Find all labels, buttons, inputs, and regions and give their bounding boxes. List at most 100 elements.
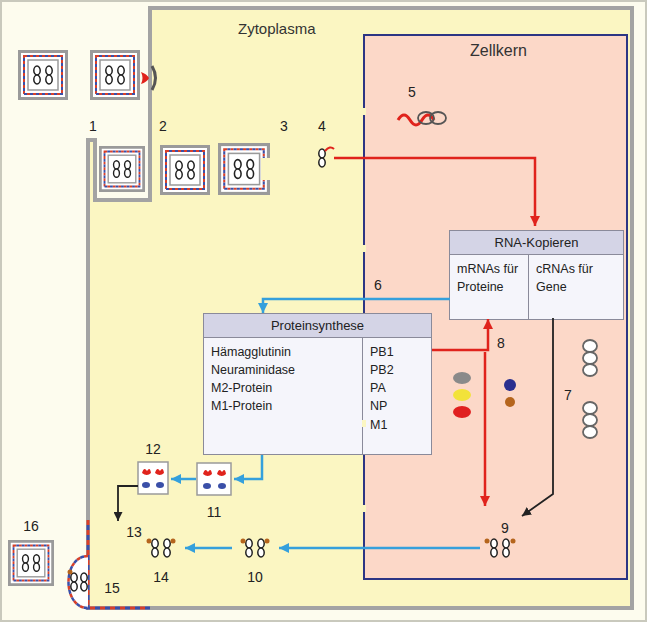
callout-number: 1 bbox=[89, 118, 97, 134]
nuclear-pore bbox=[362, 420, 366, 427]
crna-coil bbox=[583, 402, 597, 414]
box-text: PB1 bbox=[370, 343, 424, 361]
callout-number: 8 bbox=[497, 335, 505, 351]
insertion-arrow bbox=[118, 486, 138, 521]
nucleus-region: ZellkernRNA-KopierenmRNAs für ProteinecR… bbox=[363, 34, 628, 580]
box-text: PA bbox=[370, 379, 424, 397]
virus-particle bbox=[20, 52, 67, 99]
cell-region: ZytoplasmaZellkernRNA-KopierenmRNAs für … bbox=[88, 8, 632, 608]
receptor bbox=[141, 72, 149, 84]
process-box: RNA-Kopieren mRNAs für Proteine cRNAs für … bbox=[449, 230, 624, 320]
table-cell: cRNAs für Gene bbox=[528, 255, 623, 319]
import-arrow bbox=[334, 158, 535, 226]
receptor bbox=[141, 66, 156, 90]
protein-vesicle bbox=[142, 482, 150, 488]
export-arrow bbox=[234, 455, 262, 479]
studded-membrane bbox=[88, 520, 150, 608]
box-heading: RNA-Kopieren bbox=[450, 231, 623, 255]
callout-number: 10 bbox=[247, 569, 263, 585]
released-virus bbox=[9, 541, 52, 584]
protein-vesicle bbox=[142, 469, 151, 475]
new-rnp bbox=[258, 539, 264, 557]
protein-ball bbox=[453, 406, 471, 418]
nuclear-pore bbox=[362, 108, 366, 512]
box-text: M2-Protein bbox=[211, 379, 355, 397]
box-heading: Proteinsynthese bbox=[204, 314, 431, 338]
callout-number: 12 bbox=[145, 441, 161, 457]
box-text: cRNAs für Gene bbox=[536, 260, 616, 296]
new-rnp bbox=[147, 539, 516, 558]
released-rnp bbox=[319, 147, 334, 167]
export-arrow bbox=[171, 478, 196, 481]
box-text: PB2 bbox=[370, 361, 424, 379]
protein-ball bbox=[453, 372, 516, 418]
rnp-in-nucleus bbox=[398, 112, 446, 125]
nuclear-pore bbox=[362, 108, 366, 115]
callout-number: 6 bbox=[374, 277, 382, 293]
new-rnp bbox=[241, 539, 246, 544]
crna-coil bbox=[583, 340, 597, 438]
new-rnp bbox=[152, 539, 158, 557]
protein-vesicle bbox=[138, 462, 231, 495]
endocytosis-vesicle bbox=[100, 147, 143, 190]
crna-coil bbox=[583, 414, 597, 426]
box-text: NP bbox=[370, 397, 424, 415]
studded-membrane bbox=[88, 520, 150, 608]
protein-vesicle bbox=[203, 470, 212, 476]
protein-ball bbox=[453, 372, 471, 384]
callout-number: 16 bbox=[23, 518, 39, 534]
protein-vesicle bbox=[156, 482, 164, 488]
crna-arrow bbox=[522, 318, 553, 516]
protein-vesicle bbox=[218, 483, 226, 489]
callout-number: 14 bbox=[153, 569, 169, 585]
nuclear-pore bbox=[362, 245, 366, 252]
transport-arrow bbox=[263, 299, 450, 313]
new-rnp bbox=[147, 539, 152, 544]
crna-coil bbox=[583, 340, 597, 352]
endocytosis-vesicle bbox=[220, 145, 269, 194]
crna-coil bbox=[583, 352, 597, 364]
endocytosis-vesicle bbox=[162, 147, 209, 194]
callout-number: 13 bbox=[126, 524, 142, 540]
box-text: Neuraminidase bbox=[211, 361, 355, 379]
virus-particle bbox=[92, 52, 139, 99]
new-rnp bbox=[491, 539, 497, 557]
budding-virus bbox=[68, 570, 73, 575]
callout-number: 9 bbox=[501, 520, 509, 536]
new-rnp bbox=[246, 539, 252, 557]
rnp-in-nucleus bbox=[418, 112, 434, 124]
protein-vesicle bbox=[155, 469, 164, 475]
transport-arrow bbox=[432, 319, 488, 350]
table-cell: HämagglutininNeuraminidaseM2-ProteinM1-P… bbox=[204, 338, 362, 454]
crna-coil bbox=[583, 364, 597, 376]
virus-particle bbox=[20, 52, 139, 99]
new-rnp bbox=[485, 539, 490, 544]
callout-number: 7 bbox=[564, 387, 572, 403]
budding-virus bbox=[68, 556, 89, 608]
callout-number: 3 bbox=[280, 118, 288, 134]
rnp-in-nucleus bbox=[398, 115, 434, 125]
new-rnp bbox=[265, 539, 270, 544]
callout-number: 11 bbox=[207, 504, 222, 520]
new-rnp bbox=[511, 539, 516, 544]
released-rnp bbox=[319, 149, 325, 167]
protein-import-arrow bbox=[484, 352, 487, 506]
callout-number: 2 bbox=[159, 118, 167, 134]
endocytosis-vesicle bbox=[261, 158, 272, 180]
box-text: mRNAs für Proteine bbox=[457, 260, 521, 296]
protein-vesicle bbox=[203, 483, 211, 489]
protein-vesicle bbox=[197, 463, 231, 495]
new-rnp bbox=[164, 539, 170, 557]
callout-number: 4 bbox=[318, 118, 326, 134]
protein-ball bbox=[453, 389, 471, 401]
process-box: ProteinsyntheseHämagglutininNeuraminidas… bbox=[203, 313, 432, 455]
table-cell: PB1PB2PANPM1 bbox=[362, 338, 431, 454]
protein-ball bbox=[504, 379, 516, 391]
budding-virus bbox=[81, 573, 87, 591]
export-arrow bbox=[279, 547, 480, 550]
box-text: Hämagglutinin bbox=[211, 343, 355, 361]
new-rnp bbox=[171, 539, 176, 544]
